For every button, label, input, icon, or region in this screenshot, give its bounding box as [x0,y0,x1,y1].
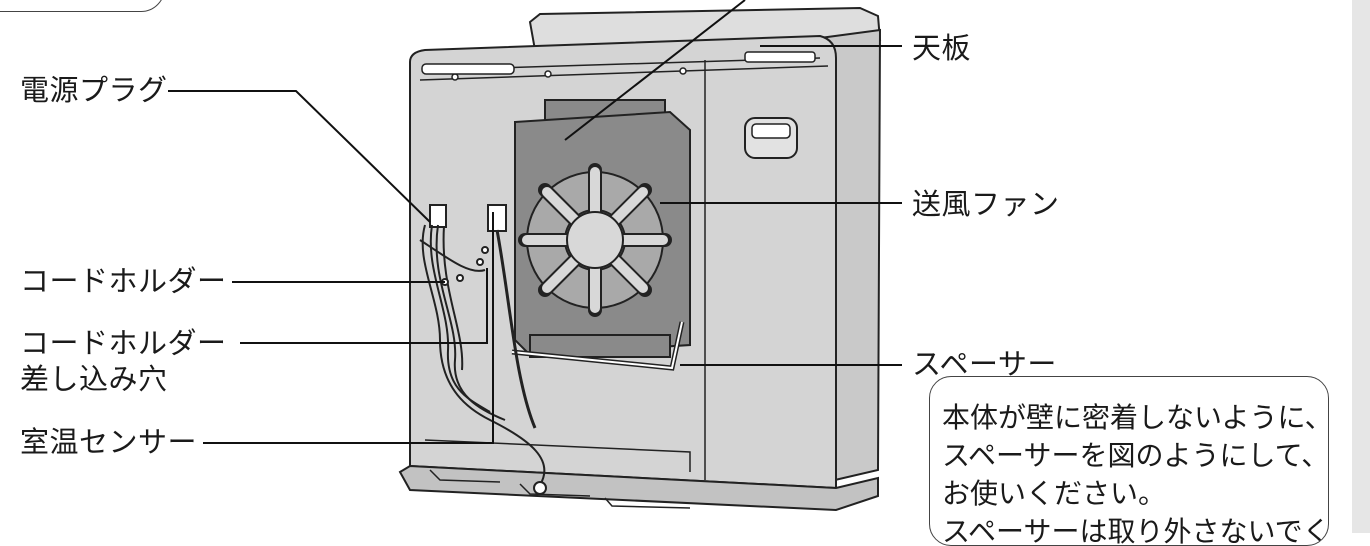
blower-fan-label: 送風ファン [912,187,1060,221]
note-line-1: 本体が壁に密着しないように、 [942,401,1329,434]
room-temp-sensor-label: 室温センサー [20,425,198,459]
note-line-3: お使いください。 [942,477,1167,510]
power-plug-label: 電源プラグ [20,73,168,107]
cord-holder-slot-label-line2: 差し込み穴 [20,362,168,396]
cord-holder-label: コードホルダー [20,264,227,298]
top-plate-label: 天板 [912,31,972,65]
heater-rear-diagram [168,0,902,512]
note-line-2: スペーサーを図のようにして、 [942,439,1329,472]
note-line-4: スペーサーは取り外さないでく [942,515,1329,546]
scrollbar[interactable] [1352,0,1370,533]
blower-fan-unit [514,99,691,358]
cord-holder-slot-label-line1: コードホルダー [20,326,227,360]
spacer-label: スペーサー [912,347,1057,381]
spacer-note-box: 本体が壁に密着しないように、 スペーサーを図のようにして、 お使いください。 ス… [929,376,1329,546]
leader-lines [168,0,902,444]
